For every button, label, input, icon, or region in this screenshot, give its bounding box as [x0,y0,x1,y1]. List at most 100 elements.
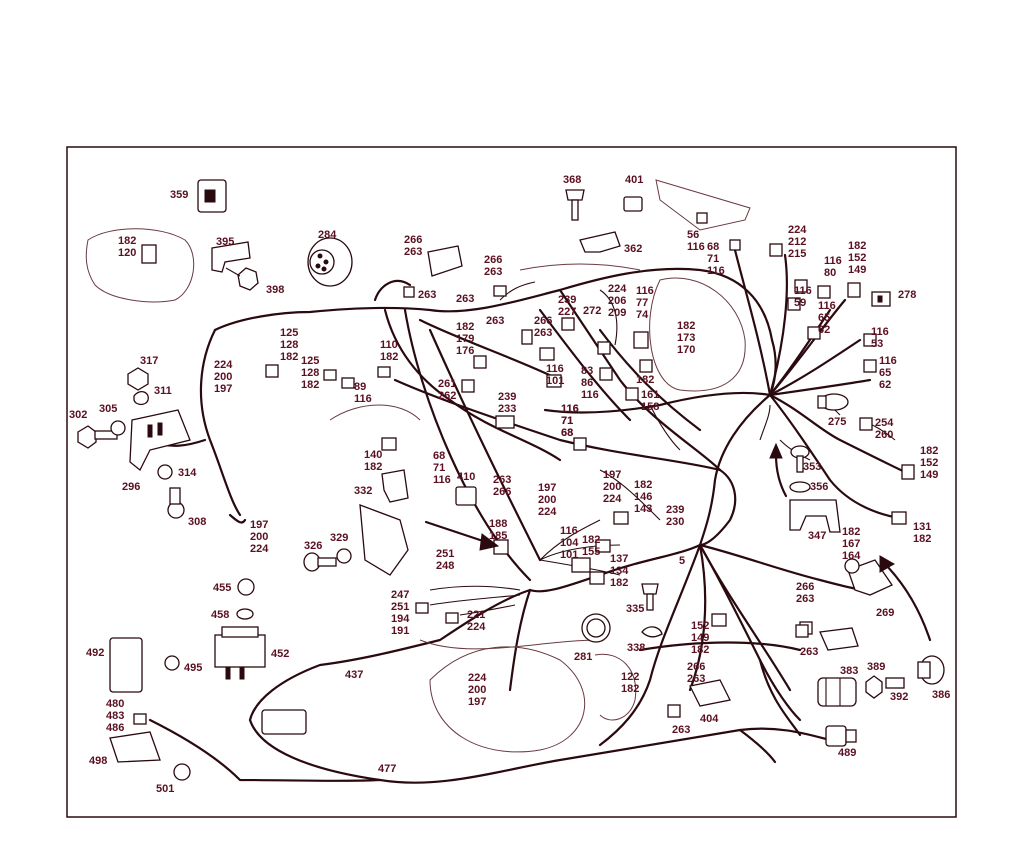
cap-386 [917,655,945,685]
part-label: 362 [624,243,642,255]
part-label: 263 [672,724,690,736]
bolt-353 [790,445,810,473]
components [77,179,945,781]
part-label: 335 [626,603,644,615]
part-label: 455 [213,582,231,594]
part-label: 383 [840,665,858,677]
part-label: 308 [188,516,206,528]
screw-308 [167,487,185,519]
part-label: 263 [486,315,504,327]
part-label: 477 [378,763,396,775]
part-label: 311 [154,385,172,397]
part-label: 458 [211,609,229,621]
part-label: 492 [86,647,104,659]
bracket-498 [109,731,161,763]
part-label: 296 [122,481,140,493]
sensor-489 [825,725,857,747]
part-label: 182 [636,374,654,386]
part-label: 263 [418,289,436,301]
part-label: 395 [216,236,234,248]
part-label: 401 [625,174,643,186]
part-label: 317 [140,355,158,367]
relay-410 [455,486,477,506]
part-label: 269 [876,607,894,619]
part-label: 392 [890,691,908,703]
connector-254 [859,417,873,431]
part-label: 332 [354,485,372,497]
part-label: 437 [345,669,363,681]
screw-368 [565,189,585,221]
part-label: 326 [304,540,322,552]
part-label: 275 [828,416,846,428]
direction-arrows [424,442,932,642]
diagram-frame [66,146,957,818]
screw-495 [164,655,180,671]
part-label: 278 [898,289,916,301]
part-label: 359 [170,189,188,201]
screw-326 [303,552,337,572]
bolt-302 [77,425,118,449]
grommet-284 [307,237,353,287]
grommet-281 [581,613,611,643]
ground-bracket-296 [129,409,191,472]
plug-278 [871,291,891,307]
part-label: 489 [838,747,856,759]
screw-501 [173,763,191,781]
part-label: 452 [271,648,289,660]
part-label: 368 [563,174,581,186]
washer-458 [236,608,254,620]
washer-314 [157,464,173,480]
nut-317 [127,367,149,391]
screw-455 [237,578,255,596]
holder-347 [789,499,841,533]
part-label: 302 [69,409,87,421]
relay-base-452 [214,626,266,680]
part-label: 404 [700,713,719,725]
nut-329 [336,548,352,564]
part-label: 386 [932,689,950,701]
washer-356 [789,481,811,493]
bolt-392 [885,677,905,689]
part-label: 501 [156,783,174,795]
part-label: 314 [178,467,197,479]
part-label: 338 [627,642,645,654]
lamp-275 [817,393,849,411]
clip-332 [381,469,409,503]
